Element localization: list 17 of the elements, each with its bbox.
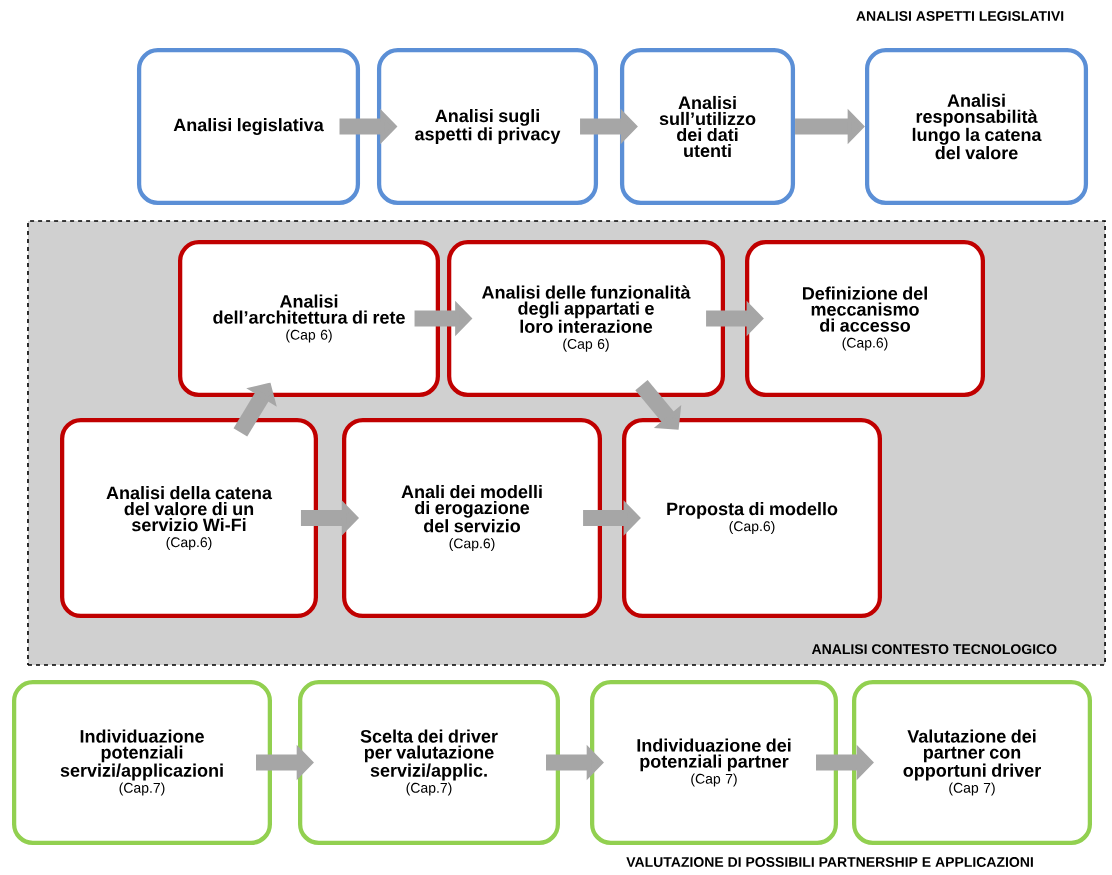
block-arrow [635, 380, 682, 430]
section-heading: ANALISI ASPETTI LEGISLATIVI [856, 11, 1064, 21]
process-box: Anali dei modelli di erogazione del servizio (Cap.6) [342, 418, 602, 618]
process-box: Analisi responsabilità lungo la catena del valore [864, 48, 1089, 205]
process-box: Analisi sugli aspetti di privacy [376, 48, 599, 205]
process-box: Analisi delle funzionalità degli appartati e loro interazione (Cap 6) [447, 240, 725, 397]
process-box: Scelta dei driver per valutazione servizi/applic. (Cap.7) [298, 680, 560, 845]
process-box: Analisi legislativa [136, 48, 361, 205]
process-box: Analisi dell’architettura di rete (Cap 6) [178, 240, 440, 397]
process-box: Valutazione dei partner con opportuni driver (Cap 7) [852, 680, 1092, 845]
process-box: Proposta di modello (Cap.6) [622, 418, 882, 618]
process-box: Individuazione dei potenziali partner (Cap 7) [590, 680, 838, 845]
process-box: Analisi sull’utilizzo dei dati utenti [619, 48, 796, 205]
process-box: Individuazione potenziali servizi/applicazioni (Cap.7) [12, 680, 272, 845]
process-box: Analisi della catena del valore di un servizio Wi-Fi (Cap.6) [60, 418, 318, 618]
process-box: Definizione del meccanismo di accesso (Cap.6) [745, 240, 985, 397]
section-heading: VALUTAZIONE DI POSSIBILI PARTNERSHIP E APPLICAZIONI [626, 857, 1033, 867]
